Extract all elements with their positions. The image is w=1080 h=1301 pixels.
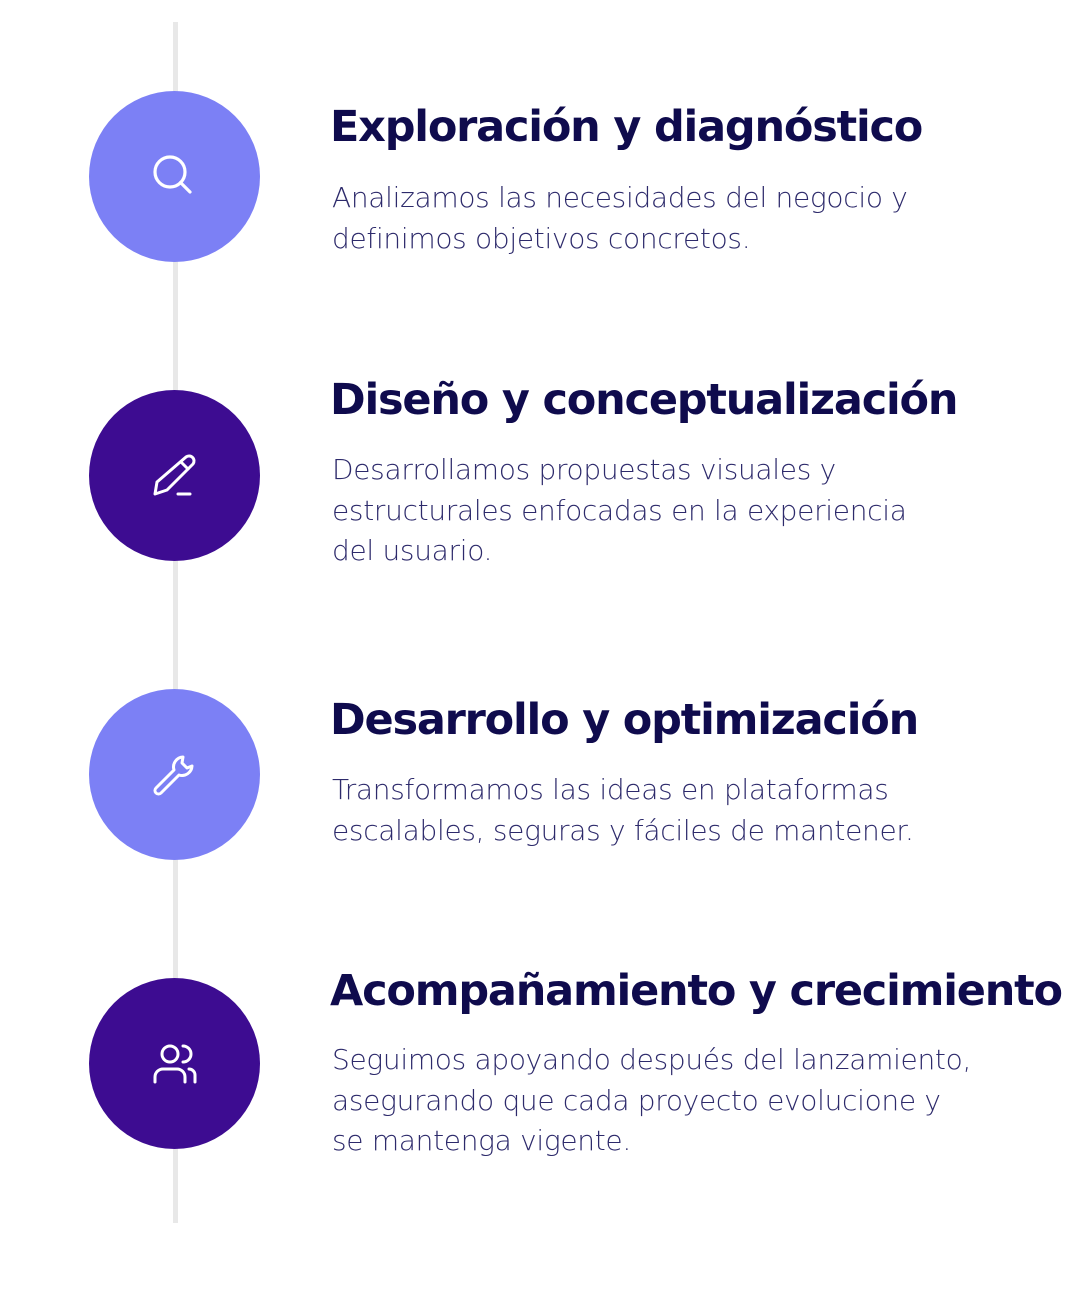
description-line: estructurales enfocadas en la experienci… [332,493,907,527]
users-icon [153,1044,196,1083]
step-description: Analizamos las necesidades del negocio y… [332,178,908,259]
search-icon [152,154,192,194]
description-line: definimos objetivos concretos. [332,221,751,255]
step-title: Exploración y diagnóstico [330,102,923,152]
description-line: Transformamos las ideas en plataformas [332,773,889,806]
step-title: Acompañamiento y crecimiento [330,966,1063,1016]
step-title: Desarrollo y optimización [330,695,919,745]
pencil-icon [153,454,195,495]
description-line: del usuario. [332,534,493,567]
step-description: Desarrollamos propuestas visuales y estr… [332,450,907,572]
step-description: Transformamos las ideas en plataformas e… [332,770,914,851]
description-line: se mantenga vigente. [332,1124,631,1157]
step-icon-circle [89,689,260,860]
description-line: Seguimos apoyando después del lanzamient… [332,1043,972,1076]
step-title: Diseño y conceptualización [330,375,958,425]
step-icon-circle [89,978,260,1149]
step-description: Seguimos apoyando después del lanzamient… [332,1040,971,1162]
timeline-line [173,22,178,1223]
description-line: asegurando que cada proyecto evolucione … [332,1083,941,1117]
description-line: escalables, seguras y fáciles de mantene… [332,813,914,847]
description-line: Desarrollamos propuestas visuales y [332,453,836,486]
wrench-icon [152,755,193,796]
description-line: Analizamos las necesidades del negocio y [332,181,908,214]
step-icon-circle [89,390,260,561]
step-icon-circle [89,91,260,262]
